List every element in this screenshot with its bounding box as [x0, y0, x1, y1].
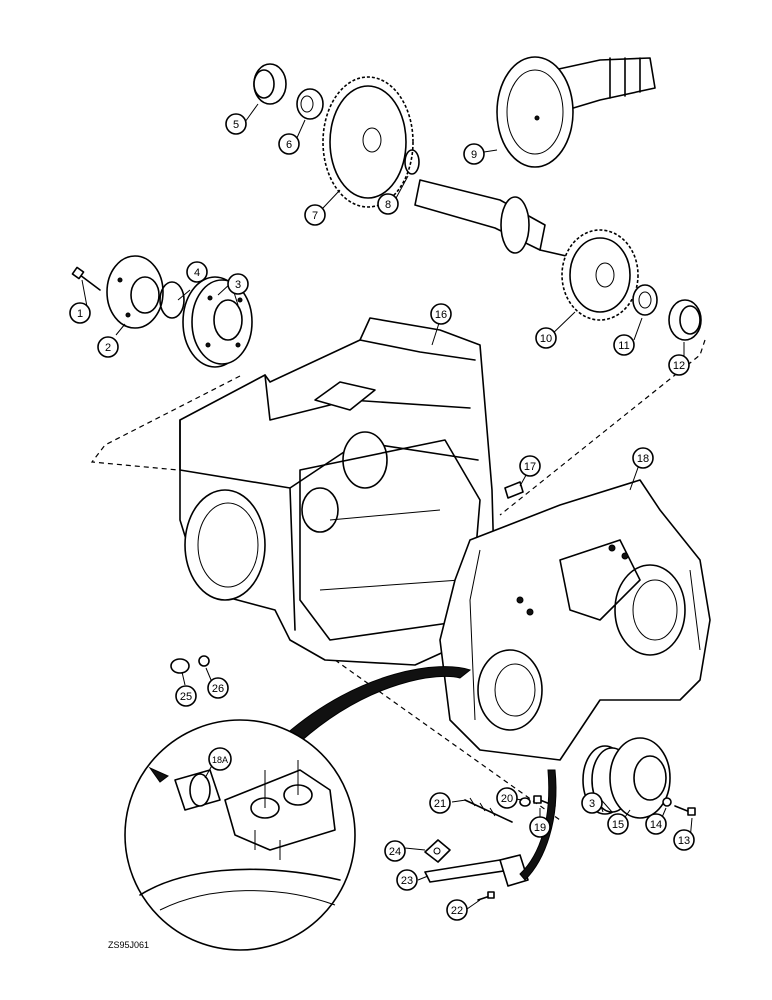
callout-6: 6: [278, 133, 300, 155]
callout-26-label: 26: [212, 683, 224, 695]
callout-3-label: 3: [235, 279, 241, 291]
callout-20: 20: [496, 787, 518, 809]
bearing-cone-6: [296, 88, 324, 120]
snap-ring-8: [404, 149, 420, 175]
callout-5-label: 5: [233, 119, 239, 131]
lever-23: [424, 854, 529, 887]
dowel-pin-17: [504, 481, 524, 499]
callout-13-label: 13: [678, 835, 690, 847]
detail-pointer-arrow: [284, 666, 472, 743]
guide-line-left: [90, 375, 241, 471]
callout-20-label: 20: [501, 793, 513, 805]
callout-19: 19: [529, 816, 551, 838]
housing-cover-18: [439, 479, 711, 761]
bolt-13: [674, 805, 696, 816]
detail-view-circle: [124, 719, 356, 951]
callout-26: 26: [207, 677, 229, 699]
callout-9-label: 9: [471, 149, 477, 161]
callout-4: 4: [186, 261, 208, 283]
gear-housing-16: [179, 317, 496, 666]
bearing-cone-11: [632, 284, 658, 316]
callout-19-label: 19: [534, 822, 546, 834]
callout-11-label: 11: [618, 340, 629, 352]
callout-1-label: 1: [77, 308, 83, 320]
callout-10: 10: [535, 327, 557, 349]
callout-13: 13: [673, 829, 695, 851]
callout-16-label: 16: [435, 309, 447, 321]
callout-21: 21: [429, 792, 451, 814]
callout-14-label: 14: [650, 819, 662, 831]
gear-10: [561, 229, 639, 321]
callout-25-label: 25: [180, 691, 192, 703]
bearing-cup-5: [253, 63, 287, 105]
callout-12: 12: [668, 354, 690, 376]
o-ring-26: [198, 655, 210, 667]
callout-15-label: 15: [612, 819, 624, 831]
callout-4-label: 4: [194, 267, 200, 279]
bolt-1: [71, 266, 101, 291]
callout-24-label: 24: [389, 846, 401, 858]
callout-18: 18: [632, 447, 654, 469]
callout-17-label: 17: [524, 461, 536, 473]
bevel-gear-shaft-9: [414, 56, 656, 259]
callouts: 1 2 3 4 5 6 7 8 9 10 11 12 13 14 15 16 1…: [69, 113, 695, 921]
callout-18a: 18A: [208, 747, 232, 771]
retainer-2: [106, 255, 164, 329]
callout-22: 22: [446, 899, 468, 921]
callout-21-label: 21: [434, 798, 446, 810]
callout-14: 14: [645, 813, 667, 835]
callout-3: 3: [227, 273, 249, 295]
callout-11: 11: [613, 334, 635, 356]
callout-12-label: 12: [673, 360, 685, 372]
callout-2-label: 2: [105, 342, 111, 354]
callout-7: 7: [304, 204, 326, 226]
callout-22-label: 22: [451, 905, 463, 917]
callout-15: 15: [607, 813, 629, 835]
callout-2: 2: [97, 336, 119, 358]
washer-14: [662, 797, 672, 807]
bearing-cup-12: [668, 299, 702, 341]
stud-21: [464, 797, 513, 823]
plug-25: [170, 658, 190, 674]
callout-8: 8: [377, 193, 399, 215]
clip-24: [424, 839, 451, 863]
o-ring-4: [159, 281, 185, 319]
callout-18a-label: 18A: [212, 755, 228, 765]
callout-23: 23: [396, 869, 418, 891]
callout-16: 16: [430, 303, 452, 325]
callout-8-label: 8: [385, 199, 391, 211]
shims-3-left: [182, 276, 253, 368]
callout-3-lower: 3: [581, 792, 603, 814]
callout-24: 24: [384, 840, 406, 862]
callout-3-lower-label: 3: [589, 798, 595, 810]
callout-25: 25: [175, 685, 197, 707]
retainer-15: [609, 737, 671, 819]
callout-6-label: 6: [286, 139, 292, 151]
gear-7: [322, 76, 414, 208]
callout-9: 9: [463, 143, 485, 165]
callout-18-label: 18: [637, 453, 649, 465]
callout-7-label: 7: [312, 210, 318, 222]
callout-1: 1: [69, 302, 91, 324]
callout-23-label: 23: [401, 875, 413, 887]
bolt-22: [477, 891, 495, 901]
figure-code: ZS95J061: [108, 940, 149, 950]
callout-17: 17: [519, 455, 541, 477]
washer-20: [519, 797, 531, 807]
callout-10-label: 10: [540, 333, 552, 345]
callout-5: 5: [225, 113, 247, 135]
